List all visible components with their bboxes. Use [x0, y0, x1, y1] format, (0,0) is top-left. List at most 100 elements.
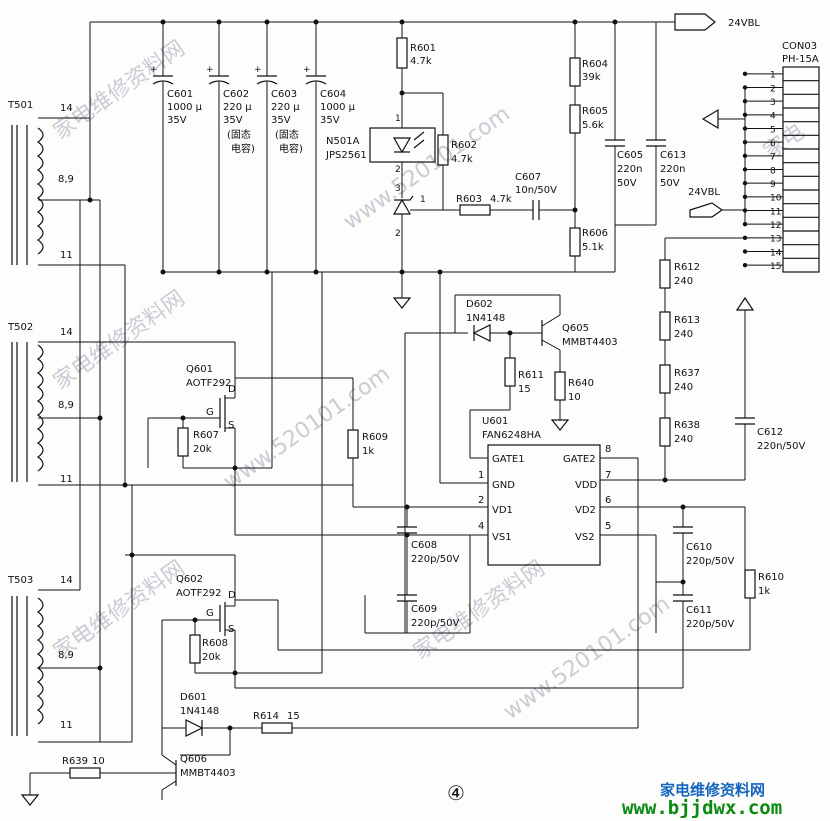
svg-text:Q602: Q602: [176, 574, 203, 585]
svg-text:+: +: [254, 65, 262, 75]
svg-text:G: G: [206, 407, 214, 418]
page-number-mark: ④: [447, 781, 465, 805]
c601-value: 1000 μ: [167, 102, 203, 113]
transformer-t503: T503 14 8,9 11: [7, 199, 235, 743]
svg-text:4: 4: [478, 521, 484, 532]
svg-text:R607: R607: [193, 430, 219, 441]
svg-text:14: 14: [60, 103, 73, 114]
r601-value: 4.7k: [410, 56, 432, 67]
con03-pin-label: 5: [770, 125, 776, 135]
svg-text:3: 3: [395, 184, 401, 194]
svg-text:D601: D601: [180, 692, 207, 703]
svg-text:1N4148: 1N4148: [180, 706, 219, 717]
svg-text:T503: T503: [7, 575, 33, 586]
svg-text:8,9: 8,9: [58, 400, 74, 411]
svg-text:VDD: VDD: [575, 480, 598, 491]
r638-value: 240: [674, 434, 693, 445]
svg-text:GND: GND: [492, 480, 515, 491]
svg-text:7: 7: [605, 470, 611, 481]
svg-text:R604: R604: [582, 59, 608, 70]
c603-note: (固态: [275, 128, 299, 141]
svg-text:6: 6: [605, 495, 611, 506]
con03-pin-dot: [742, 85, 748, 90]
svg-text:11: 11: [60, 474, 73, 485]
opto-type-label: JPS2561: [325, 150, 367, 161]
watermark-3: 家电维修资料网: [49, 286, 190, 395]
svg-text:C605: C605: [617, 150, 643, 161]
r639-value: 10: [92, 756, 105, 767]
logo-url-text: www.bjjdwx.com: [622, 797, 782, 819]
svg-text:R640: R640: [568, 378, 594, 389]
24vbl-conn-arrow: [689, 202, 724, 218]
svg-text:R606: R606: [582, 228, 608, 239]
r611: [504, 357, 516, 387]
con03-body: [782, 66, 820, 273]
r603: [459, 204, 491, 216]
ground-symbol-mid: [550, 419, 570, 431]
svg-text:C613: C613: [660, 150, 686, 161]
svg-text:C610: C610: [686, 542, 712, 553]
svg-text:AOTF292: AOTF292: [176, 588, 221, 599]
watermark-6: www.520101.com: [499, 591, 675, 724]
r601-ref: R601: [410, 43, 436, 54]
con03-pin-label: 14: [770, 248, 782, 258]
c602-voltage: 35V: [223, 115, 243, 126]
con03-ref: CON03: [782, 41, 817, 52]
r602-value: 4.7k: [451, 154, 473, 165]
c605-value: 220n: [617, 164, 642, 175]
ground-symbol-top: [392, 297, 412, 309]
watermark-7: 家电维修资料网: [49, 556, 190, 665]
con03-pin-label: 15: [770, 262, 781, 272]
svg-text:11: 11: [60, 720, 73, 731]
r609: [347, 429, 359, 459]
controller-ic: U601 FAN6248HA GATE1 GND VD1 VS1 1 2 3 4…: [437, 269, 745, 728]
svg-text:VS1: VS1: [492, 532, 512, 543]
r607: [177, 427, 189, 457]
c611-value: 220p/50V: [686, 619, 735, 630]
r612: [659, 259, 671, 289]
r610-value: 1k: [758, 586, 770, 597]
con03-pin-label: 1: [770, 71, 776, 81]
r603-ref: R603: [456, 194, 482, 205]
r611-value: 15: [518, 384, 531, 395]
svg-text:S: S: [228, 624, 234, 635]
svg-text:Q601: Q601: [186, 364, 213, 375]
transformer-t502: T502 14 8,9 11: [7, 199, 353, 742]
r612-value: 240: [674, 276, 693, 287]
svg-text:1: 1: [420, 195, 426, 205]
r606-value: 5.1k: [582, 242, 604, 253]
r602-ref: R602: [451, 140, 477, 151]
svg-text:1: 1: [395, 114, 401, 124]
gate-drive-2: D601 1N4148 R614 15 Q606 MMBT4403 R639 1…: [20, 692, 638, 806]
c603-ref: C603: [271, 89, 297, 100]
con03-pin-label: 7: [770, 153, 776, 163]
ground-symbol-bottom: [20, 794, 40, 806]
svg-text:R638: R638: [674, 420, 700, 431]
con03-pin-dot: [742, 262, 748, 268]
net-24vbl-top: 24VBL: [728, 18, 760, 29]
con03-pin-label: 12: [770, 221, 781, 231]
r614-value: 15: [287, 711, 300, 722]
con03-pin-label: 2: [770, 84, 776, 94]
svg-text:D: D: [228, 384, 236, 395]
bulk-capacitors: + C601 1000 μ 35V + C602 220 μ 35V (固态 电…: [150, 19, 356, 275]
sense-network-2: C610 220p/50V C611 220p/50V R610 1k: [278, 504, 784, 688]
svg-text:+: +: [150, 65, 158, 75]
r608: [189, 634, 201, 664]
24vbl-top-arrow: [674, 13, 716, 31]
r637-value: 240: [674, 382, 693, 393]
net-24vbl-conn: 24VBL: [688, 187, 720, 198]
con03-pin-label: 4: [770, 112, 776, 122]
svg-text:C611: C611: [686, 605, 712, 616]
con03-pin-label: 11: [770, 207, 781, 217]
c601-voltage: 35V: [167, 115, 187, 126]
c601-ref: C601: [167, 89, 193, 100]
svg-text:AOTF292: AOTF292: [186, 378, 231, 389]
svg-text:C608: C608: [411, 540, 437, 551]
svg-text:R614: R614: [253, 711, 279, 722]
u601-body: [487, 444, 601, 566]
con03-pin-label: 9: [770, 180, 776, 190]
c603-voltage: 35V: [271, 115, 291, 126]
